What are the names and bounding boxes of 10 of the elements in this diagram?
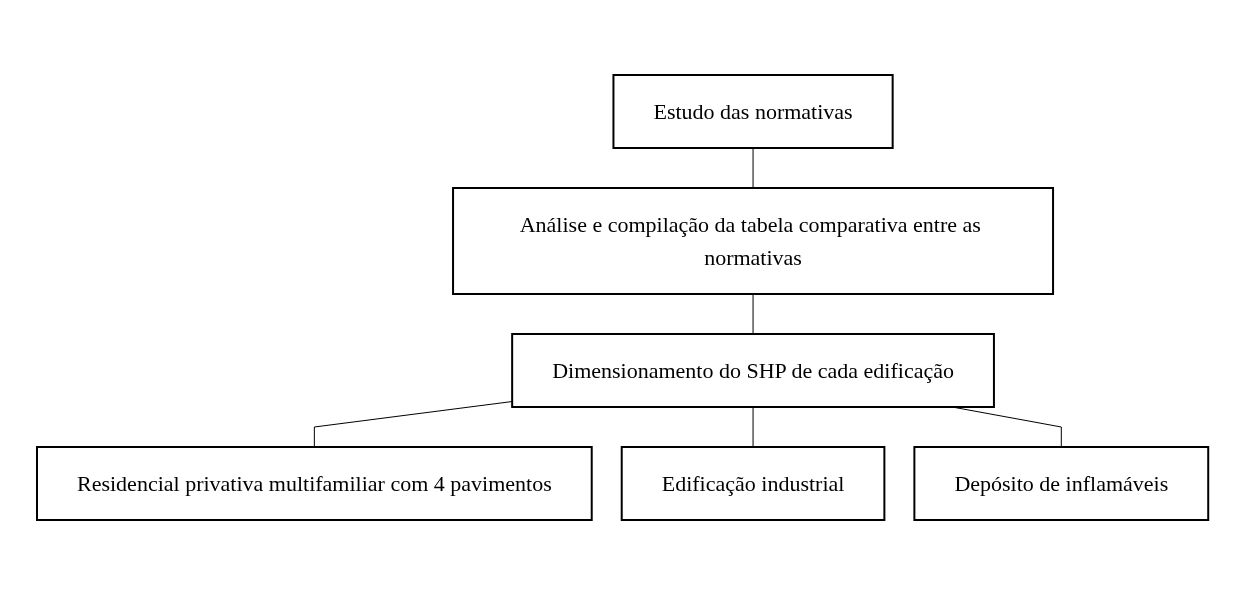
node-box: Análise e compilação da tabela comparativa entre as normativas xyxy=(451,186,1054,295)
node-box: Edificação industrial xyxy=(620,445,886,521)
node-box: Residencial privativa multifamiliar com 4 pavimentos xyxy=(35,445,593,521)
connector xyxy=(752,147,754,188)
node-box: Depósito de inflamáveis xyxy=(913,445,1210,521)
connector xyxy=(752,293,754,334)
connector xyxy=(752,406,754,447)
connector xyxy=(313,400,513,447)
node-box: Dimensionamento do SHP de cada edificação xyxy=(511,332,995,408)
node-box: Estudo das normativas xyxy=(612,73,894,149)
